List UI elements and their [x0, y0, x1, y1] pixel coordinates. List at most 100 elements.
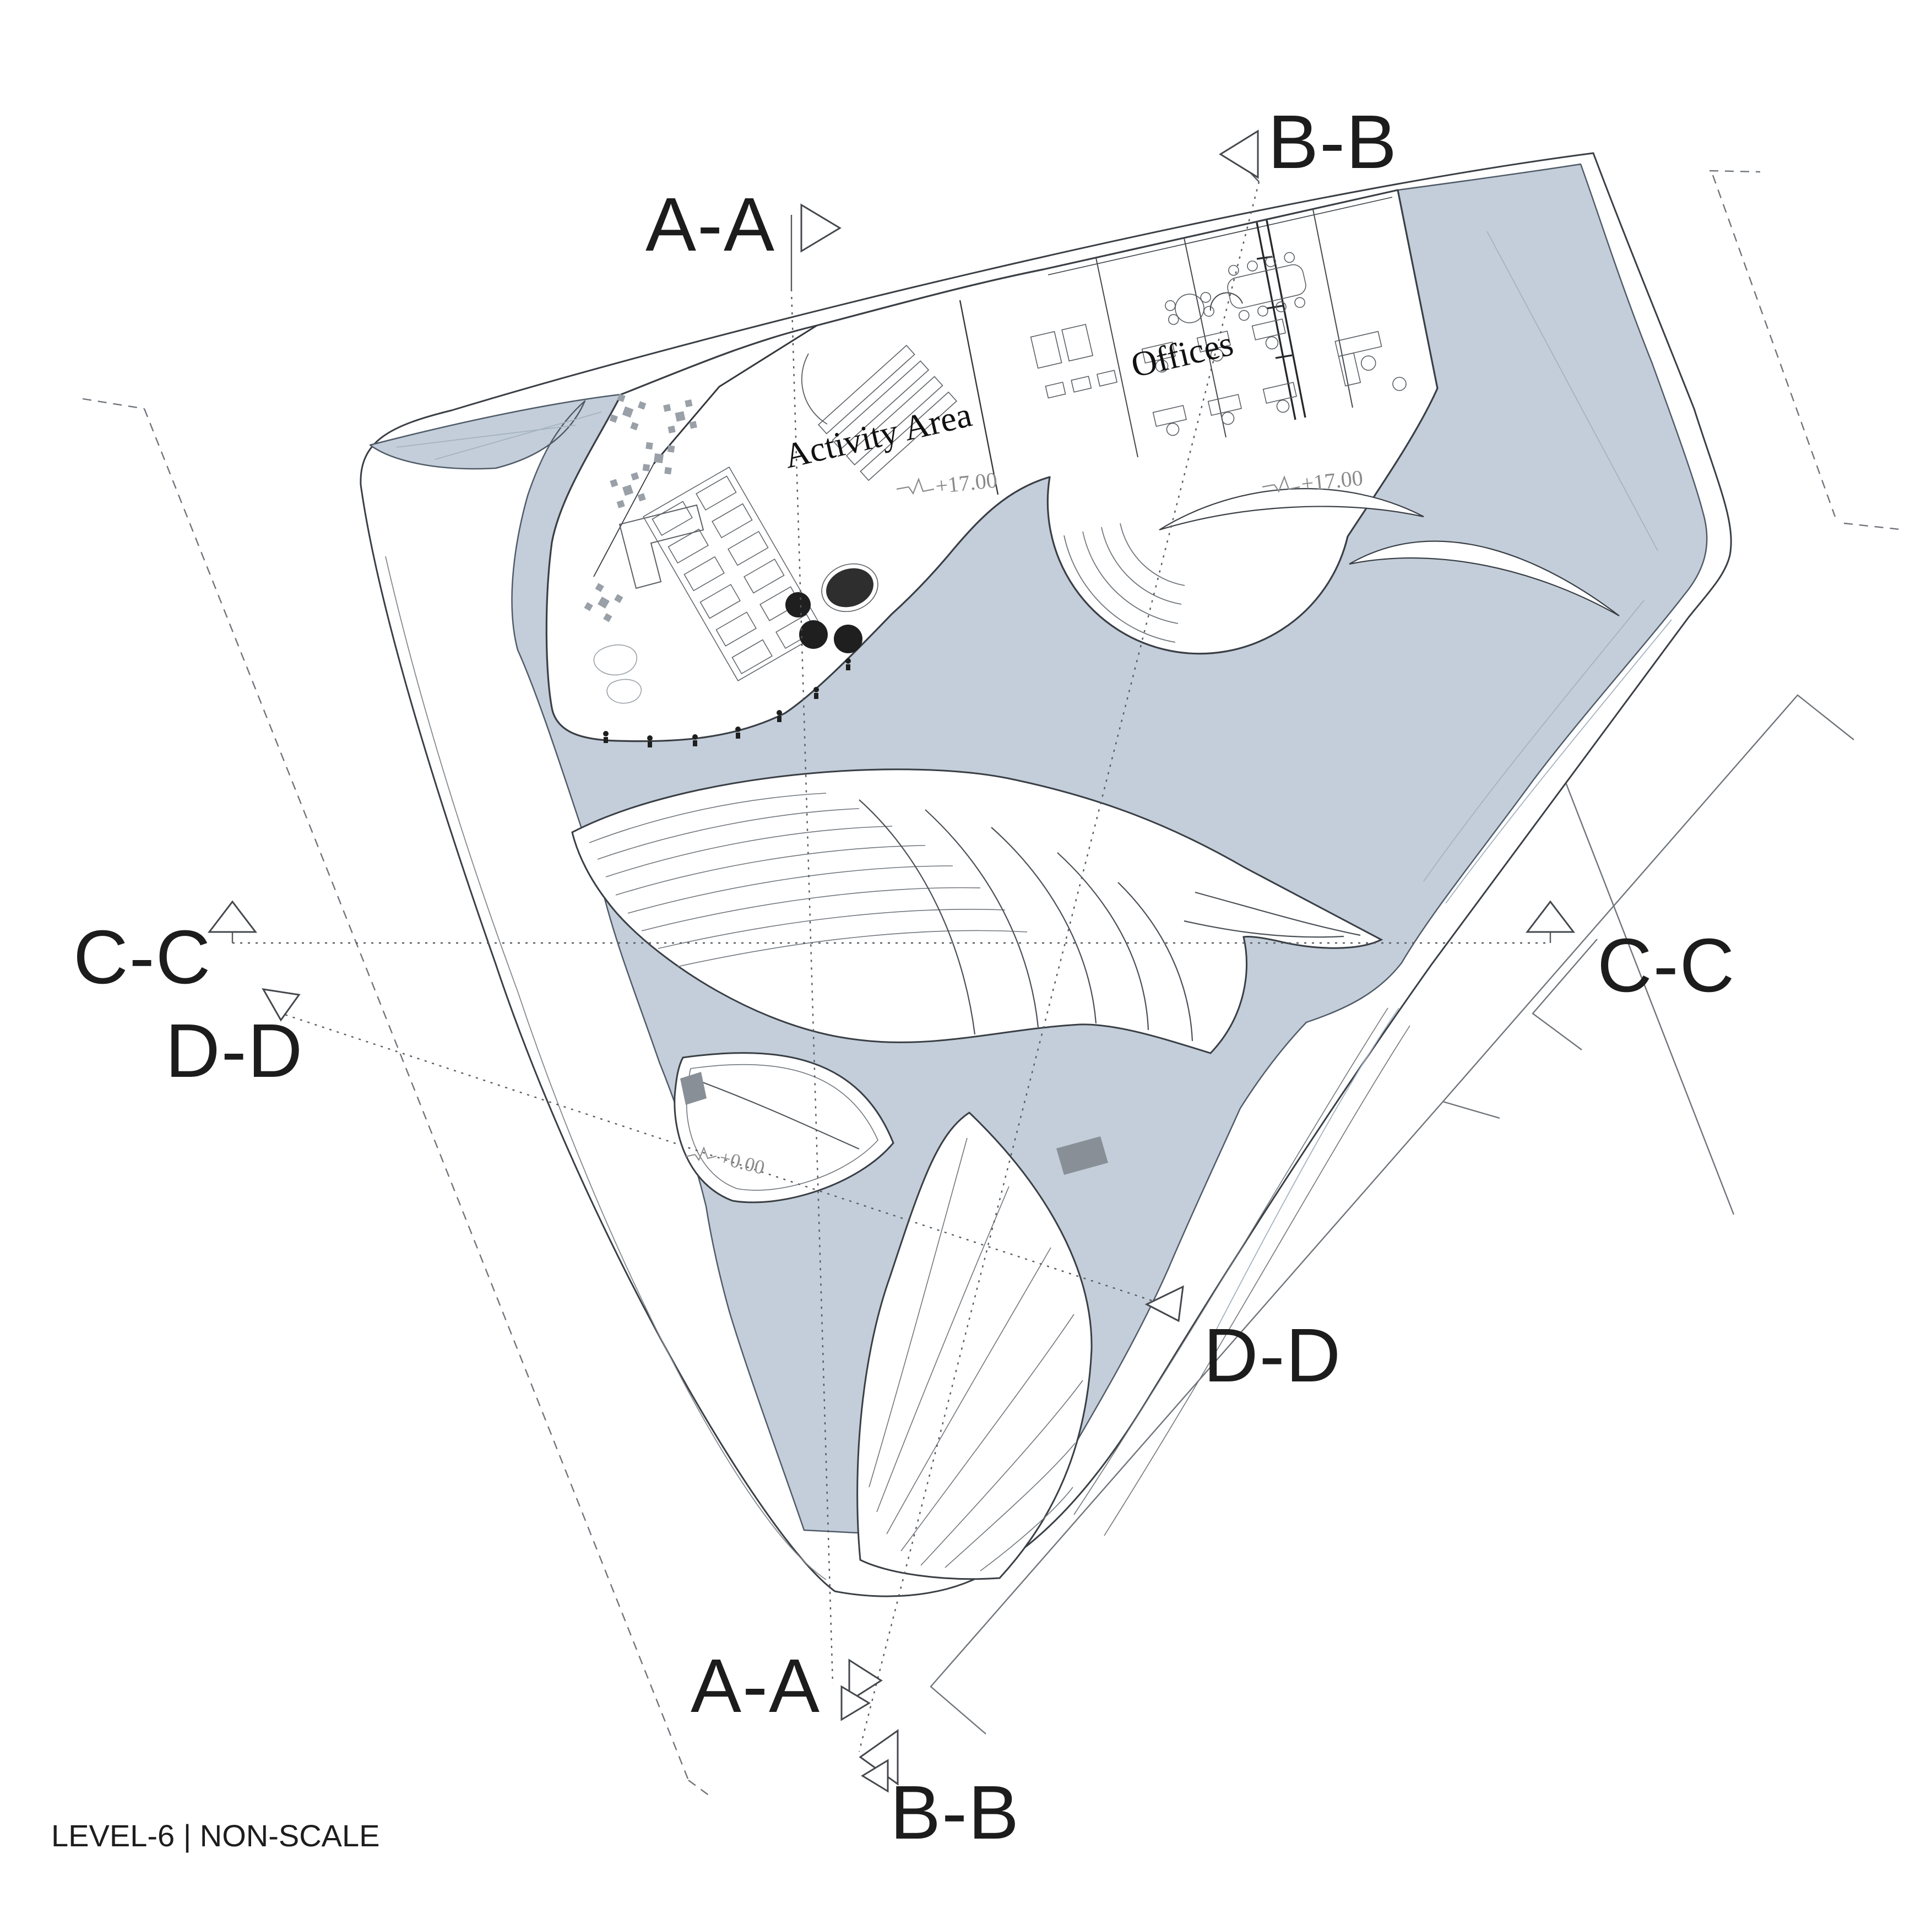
cafe-tables-part-part — [637, 493, 646, 502]
fan-sail-part-part — [920, 1380, 1083, 1566]
cafe-tables-part-part — [642, 464, 650, 471]
shore-ticks-part — [603, 731, 609, 736]
parcel-survey-lines — [82, 170, 1905, 1798]
leaf-ribs-part — [677, 930, 1028, 967]
shore-ticks-part — [777, 716, 782, 722]
label-aa-top: A-A — [645, 182, 775, 267]
cafe-tables-part — [609, 393, 647, 431]
office-furniture-part — [1196, 330, 1231, 362]
leaf-ribs-part — [597, 808, 860, 860]
parcel-survey-lines-part — [1562, 775, 1735, 1215]
shore-ticks-part — [693, 740, 697, 746]
shore-ticks-part — [692, 734, 698, 740]
cafe-tables-part-part — [614, 594, 623, 603]
beanbag-dots-part — [834, 625, 862, 653]
core-walls-part — [1256, 222, 1296, 420]
office-furniture-part-part — [1294, 297, 1305, 308]
level-annotation-3-part — [685, 1146, 717, 1162]
shore-ticks-part — [814, 693, 818, 699]
shore-ticks-part — [735, 727, 741, 732]
leaf-ribs-part — [658, 909, 1006, 949]
classroom-tables-part-part — [744, 559, 785, 594]
section-arrows-part — [1525, 900, 1576, 933]
office-furniture-part-part — [1061, 323, 1094, 362]
ramp-lines — [1073, 1007, 1410, 1536]
sheet-title: LEVEL-6 | NON-SCALE — [51, 1818, 380, 1853]
fan-sail-part-part — [886, 1247, 1051, 1535]
office-furniture-part — [1262, 382, 1298, 413]
classroom-tables-part-part — [696, 475, 737, 511]
classroom-tables-part-part — [699, 584, 741, 619]
leaf-ribs-part — [627, 865, 953, 914]
cafe-tables-part-part — [663, 404, 671, 412]
ramp-lines-part — [1104, 1025, 1410, 1536]
level-annotation-1-part — [896, 477, 935, 495]
office-furniture-part-part — [1334, 330, 1382, 357]
beanbag-dots-part — [785, 592, 811, 617]
classroom-tables-part-part — [715, 611, 757, 647]
section-arrows-part — [1219, 129, 1259, 179]
cafe-tables-part-part — [584, 602, 593, 611]
fan-sail-part-part — [900, 1314, 1074, 1552]
office-furniture-part-part — [1221, 411, 1235, 425]
section-lines-part — [858, 181, 1260, 1752]
cafe-tables-part-part — [630, 421, 639, 431]
cafe-tables-part-part — [631, 472, 639, 481]
lecture-seat-rows-part-part — [860, 391, 958, 481]
section-arrows-part — [800, 203, 842, 253]
leaf-panels-part — [1184, 920, 1344, 938]
cafe-tables-part-part — [609, 414, 618, 423]
label-cc-left: C-C — [73, 915, 211, 1000]
office-furniture-part-part — [1196, 330, 1231, 353]
site-inner-line — [385, 556, 827, 1580]
core-walls-part — [1266, 220, 1306, 418]
parcel-survey-lines-part — [688, 1780, 712, 1798]
leaf-panels-part — [1117, 882, 1193, 1042]
office-furniture-part-part — [1155, 359, 1169, 373]
office-furniture-part-part — [1045, 382, 1066, 399]
cafe-tables-part-part — [667, 425, 676, 433]
wing-slivers — [1159, 488, 1620, 616]
cafe-tables-part-part — [598, 597, 610, 609]
lecture-seat-rows-part-part — [832, 360, 930, 450]
office-furniture-part-part — [1251, 318, 1287, 341]
office-furniture-part-part — [1238, 310, 1250, 321]
classroom-tables-part-part — [667, 528, 709, 564]
lecture-seat-rows-part-part — [845, 376, 943, 465]
office-furniture-part — [1392, 377, 1407, 391]
lecture-seat-rows — [801, 345, 958, 481]
lecture-seat-rows-part-part — [817, 345, 915, 435]
office-furniture-part-part — [1071, 376, 1092, 393]
cafe-tables-part-part — [610, 479, 618, 487]
label-cc-right: C-C — [1597, 923, 1735, 1008]
fan-sail-part-part — [980, 1487, 1073, 1571]
office-partitions-part — [1184, 237, 1227, 438]
label-bb-top: B-B — [1268, 100, 1398, 185]
fan-sail-part — [856, 1112, 1093, 1580]
shore-ticks-part — [846, 664, 850, 670]
classroom-tables-part-part — [652, 501, 693, 536]
fold-lines — [396, 231, 1672, 1339]
classroom-tables-part-part — [728, 530, 769, 566]
fold-lines-part — [1423, 600, 1645, 882]
cafe-tables-part — [642, 442, 675, 475]
office-furniture-part — [1030, 323, 1118, 399]
leaf-panels-part — [1195, 891, 1361, 936]
level-annotation-2-part — [1262, 475, 1300, 493]
office-furniture-part-part — [1207, 394, 1242, 416]
section-arrows-part — [207, 900, 258, 933]
section-arrows — [207, 129, 1576, 1793]
leaf-panels-part — [925, 809, 1039, 1028]
beanbag-dots-part — [821, 563, 878, 612]
section-arrows-part — [262, 988, 301, 1022]
fan-sail-part-part — [869, 1137, 968, 1488]
cafe-tables-part — [610, 472, 646, 508]
wing-slivers-part — [1159, 488, 1424, 531]
lecture-seat-rows-part — [817, 345, 958, 481]
label-bb-bottom: B-B — [890, 1770, 1020, 1855]
shore-ticks-part — [647, 735, 653, 741]
shore-ticks-part — [604, 737, 608, 743]
fan-sail-part — [869, 1137, 1083, 1571]
office-furniture-part — [1227, 252, 1306, 321]
cafe-tables-part-part — [664, 467, 672, 475]
